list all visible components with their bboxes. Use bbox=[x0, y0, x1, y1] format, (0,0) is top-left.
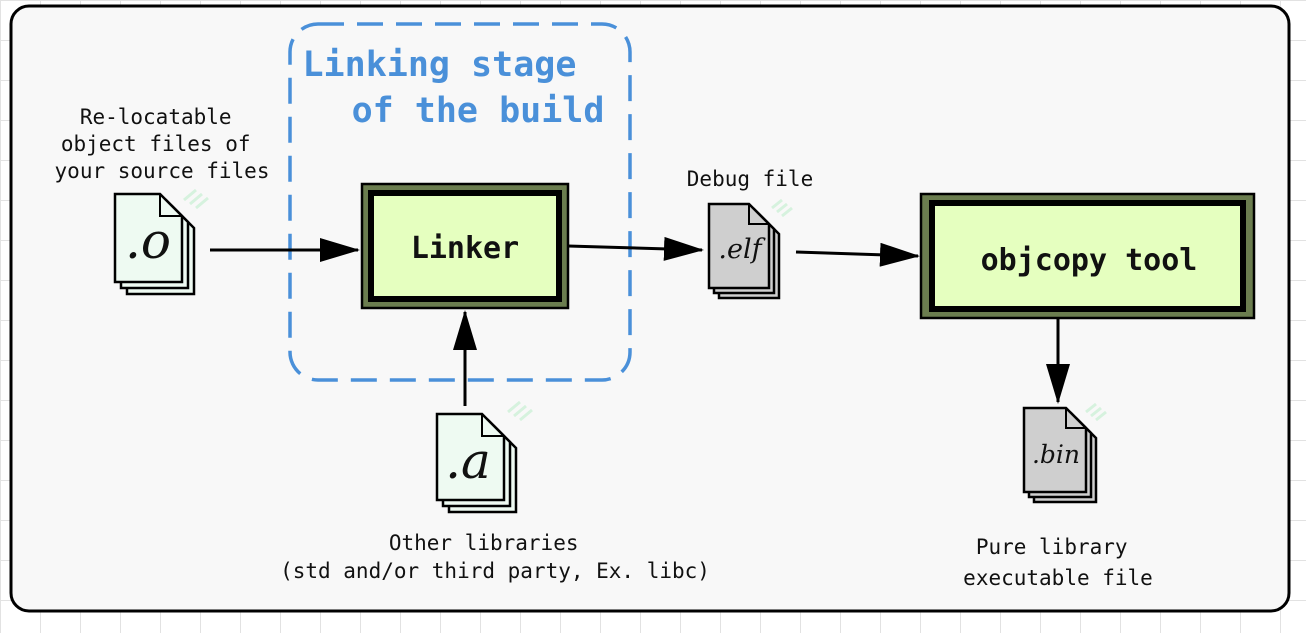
linker-box: Linker bbox=[360, 182, 570, 310]
arrow-linker-to-elf bbox=[567, 236, 704, 261]
svg-text:.bin: .bin bbox=[1032, 440, 1080, 469]
libraries-caption: Other libraries (std and/or third party,… bbox=[280, 531, 710, 583]
debug-file-caption: Debug file bbox=[687, 167, 813, 191]
svg-text:.a: .a bbox=[445, 432, 491, 490]
elf-file-stack-icon: .elf bbox=[707, 198, 793, 300]
objcopy-label: objcopy tool bbox=[981, 243, 1198, 278]
objcopy-box: objcopy tool bbox=[919, 192, 1256, 320]
output-caption: Pure library executable file bbox=[963, 535, 1153, 590]
linker-label: Linker bbox=[411, 231, 519, 266]
library-file-stack-icon: .a bbox=[435, 400, 533, 514]
svg-text:.o: .o bbox=[125, 212, 171, 270]
linking-stage-region bbox=[288, 22, 632, 382]
diagram-panel bbox=[9, 4, 1291, 613]
object-file-stack-icon: .o bbox=[113, 188, 209, 296]
svg-text:.elf: .elf bbox=[718, 234, 765, 265]
object-files-caption: Re-locatable object files of your source… bbox=[55, 105, 270, 183]
bin-file-stack-icon: .bin bbox=[1022, 402, 1107, 504]
linking-stage-title: Linking stage of the build bbox=[302, 45, 604, 131]
arrow-elf-to-objcopy bbox=[795, 242, 920, 267]
